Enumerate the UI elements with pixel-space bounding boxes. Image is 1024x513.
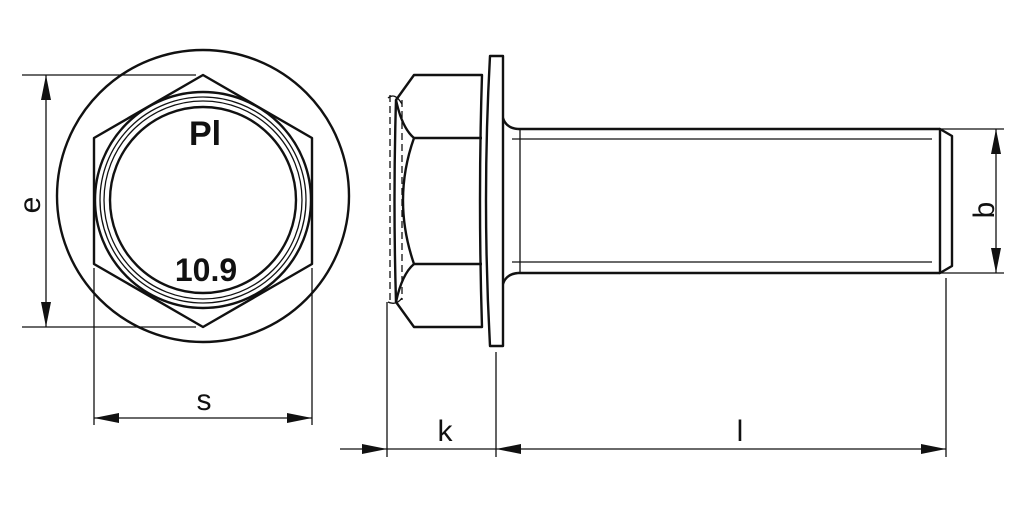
dimension-l-label: l [737, 415, 744, 448]
dimension-e-label: e [14, 197, 47, 214]
flange-outline [484, 54, 505, 348]
side-view: b k l [340, 54, 1004, 457]
washer-face-circle-2 [99, 96, 307, 304]
washer-face-circle-1 [93, 90, 313, 310]
dimension-b-label: b [968, 202, 1001, 219]
hex-head-outline [393, 73, 484, 329]
washer-face-circle-3 [103, 100, 303, 300]
dimension-s-label: s [197, 384, 212, 417]
property-class-mark: 10.9 [175, 252, 237, 288]
hexagon-outline [92, 73, 314, 329]
dimension-k-label: k [438, 415, 454, 448]
bolt-end [938, 127, 954, 275]
head-top-circle [108, 105, 298, 295]
flange-circle [55, 48, 351, 344]
manufacturer-mark: Pl [189, 115, 221, 153]
top-view: Pl 10.9 e s [14, 48, 351, 425]
